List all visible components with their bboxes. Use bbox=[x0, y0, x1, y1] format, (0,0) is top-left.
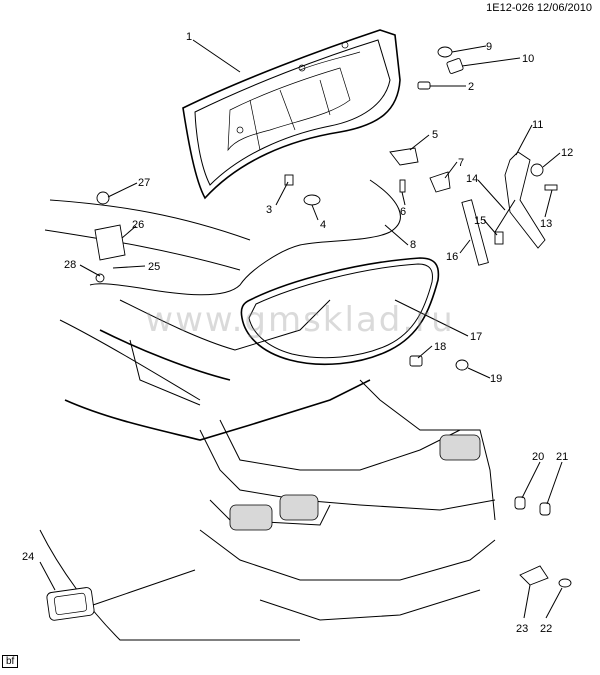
callout-13: 13 bbox=[540, 218, 552, 230]
callout-25: 25 bbox=[148, 261, 160, 273]
footer-code: bf bbox=[2, 655, 19, 668]
leader-lines bbox=[39, 39, 563, 619]
hinge bbox=[504, 151, 546, 249]
weatherstrip-seal bbox=[240, 257, 440, 366]
callout-7: 7 bbox=[458, 157, 464, 169]
callout-11: 11 bbox=[532, 119, 543, 131]
callout-20: 20 bbox=[532, 451, 544, 463]
callout-14: 14 bbox=[466, 173, 478, 185]
callout-24: 24 bbox=[22, 551, 34, 563]
tail-lights bbox=[229, 434, 481, 531]
bumper-stop bbox=[417, 81, 431, 90]
callout-18: 18 bbox=[434, 341, 446, 353]
callout-4: 4 bbox=[320, 219, 326, 231]
callout-9: 9 bbox=[486, 41, 492, 53]
callout-26: 26 bbox=[132, 219, 144, 231]
callout-19: 19 bbox=[490, 373, 502, 385]
callout-1: 1 bbox=[186, 31, 192, 43]
lamp-housing-23 bbox=[519, 565, 549, 586]
plug-19 bbox=[455, 359, 469, 371]
clip-3 bbox=[284, 174, 294, 186]
callout-2: 2 bbox=[468, 81, 474, 93]
diagram-code: 1E12-026 12/06/2010 bbox=[486, 2, 592, 14]
gas-strut bbox=[461, 199, 489, 266]
callout-3: 3 bbox=[266, 204, 272, 216]
latch bbox=[389, 147, 419, 166]
callout-27: 27 bbox=[138, 177, 150, 189]
callout-15: 15 bbox=[474, 215, 486, 227]
callout-28: 28 bbox=[64, 259, 76, 271]
bracket bbox=[429, 171, 451, 193]
callout-22: 22 bbox=[540, 623, 552, 635]
callout-10: 10 bbox=[522, 53, 534, 65]
bolt-27 bbox=[96, 191, 110, 205]
lamp-22 bbox=[558, 578, 572, 588]
callout-5: 5 bbox=[432, 129, 438, 141]
bolt-15 bbox=[494, 231, 504, 245]
deck-lid bbox=[182, 29, 401, 200]
callout-21: 21 bbox=[556, 451, 568, 463]
switch-4 bbox=[303, 194, 321, 206]
actuator-26 bbox=[94, 224, 126, 261]
bolt bbox=[544, 184, 558, 191]
bumper-18 bbox=[409, 355, 423, 367]
vehicle-body bbox=[39, 199, 496, 641]
callout-23: 23 bbox=[516, 623, 528, 635]
callout-16: 16 bbox=[446, 251, 458, 263]
clip-20 bbox=[514, 496, 526, 510]
callout-labels: 1 2 3 4 5 6 7 8 9 10 11 12 13 14 15 16 1… bbox=[22, 31, 573, 635]
watermark: www.gmsklad.ru bbox=[145, 300, 455, 340]
emblem-24 bbox=[46, 587, 95, 621]
bolt-6 bbox=[399, 179, 406, 193]
pad bbox=[446, 58, 464, 74]
bolt-28 bbox=[95, 273, 105, 283]
callout-6: 6 bbox=[400, 206, 406, 218]
plug bbox=[437, 46, 453, 58]
nut bbox=[530, 163, 544, 177]
callout-12: 12 bbox=[561, 147, 573, 159]
clip-21 bbox=[539, 502, 551, 516]
release-cable bbox=[89, 179, 401, 296]
callout-8: 8 bbox=[410, 239, 416, 251]
callout-17: 17 bbox=[470, 331, 482, 343]
